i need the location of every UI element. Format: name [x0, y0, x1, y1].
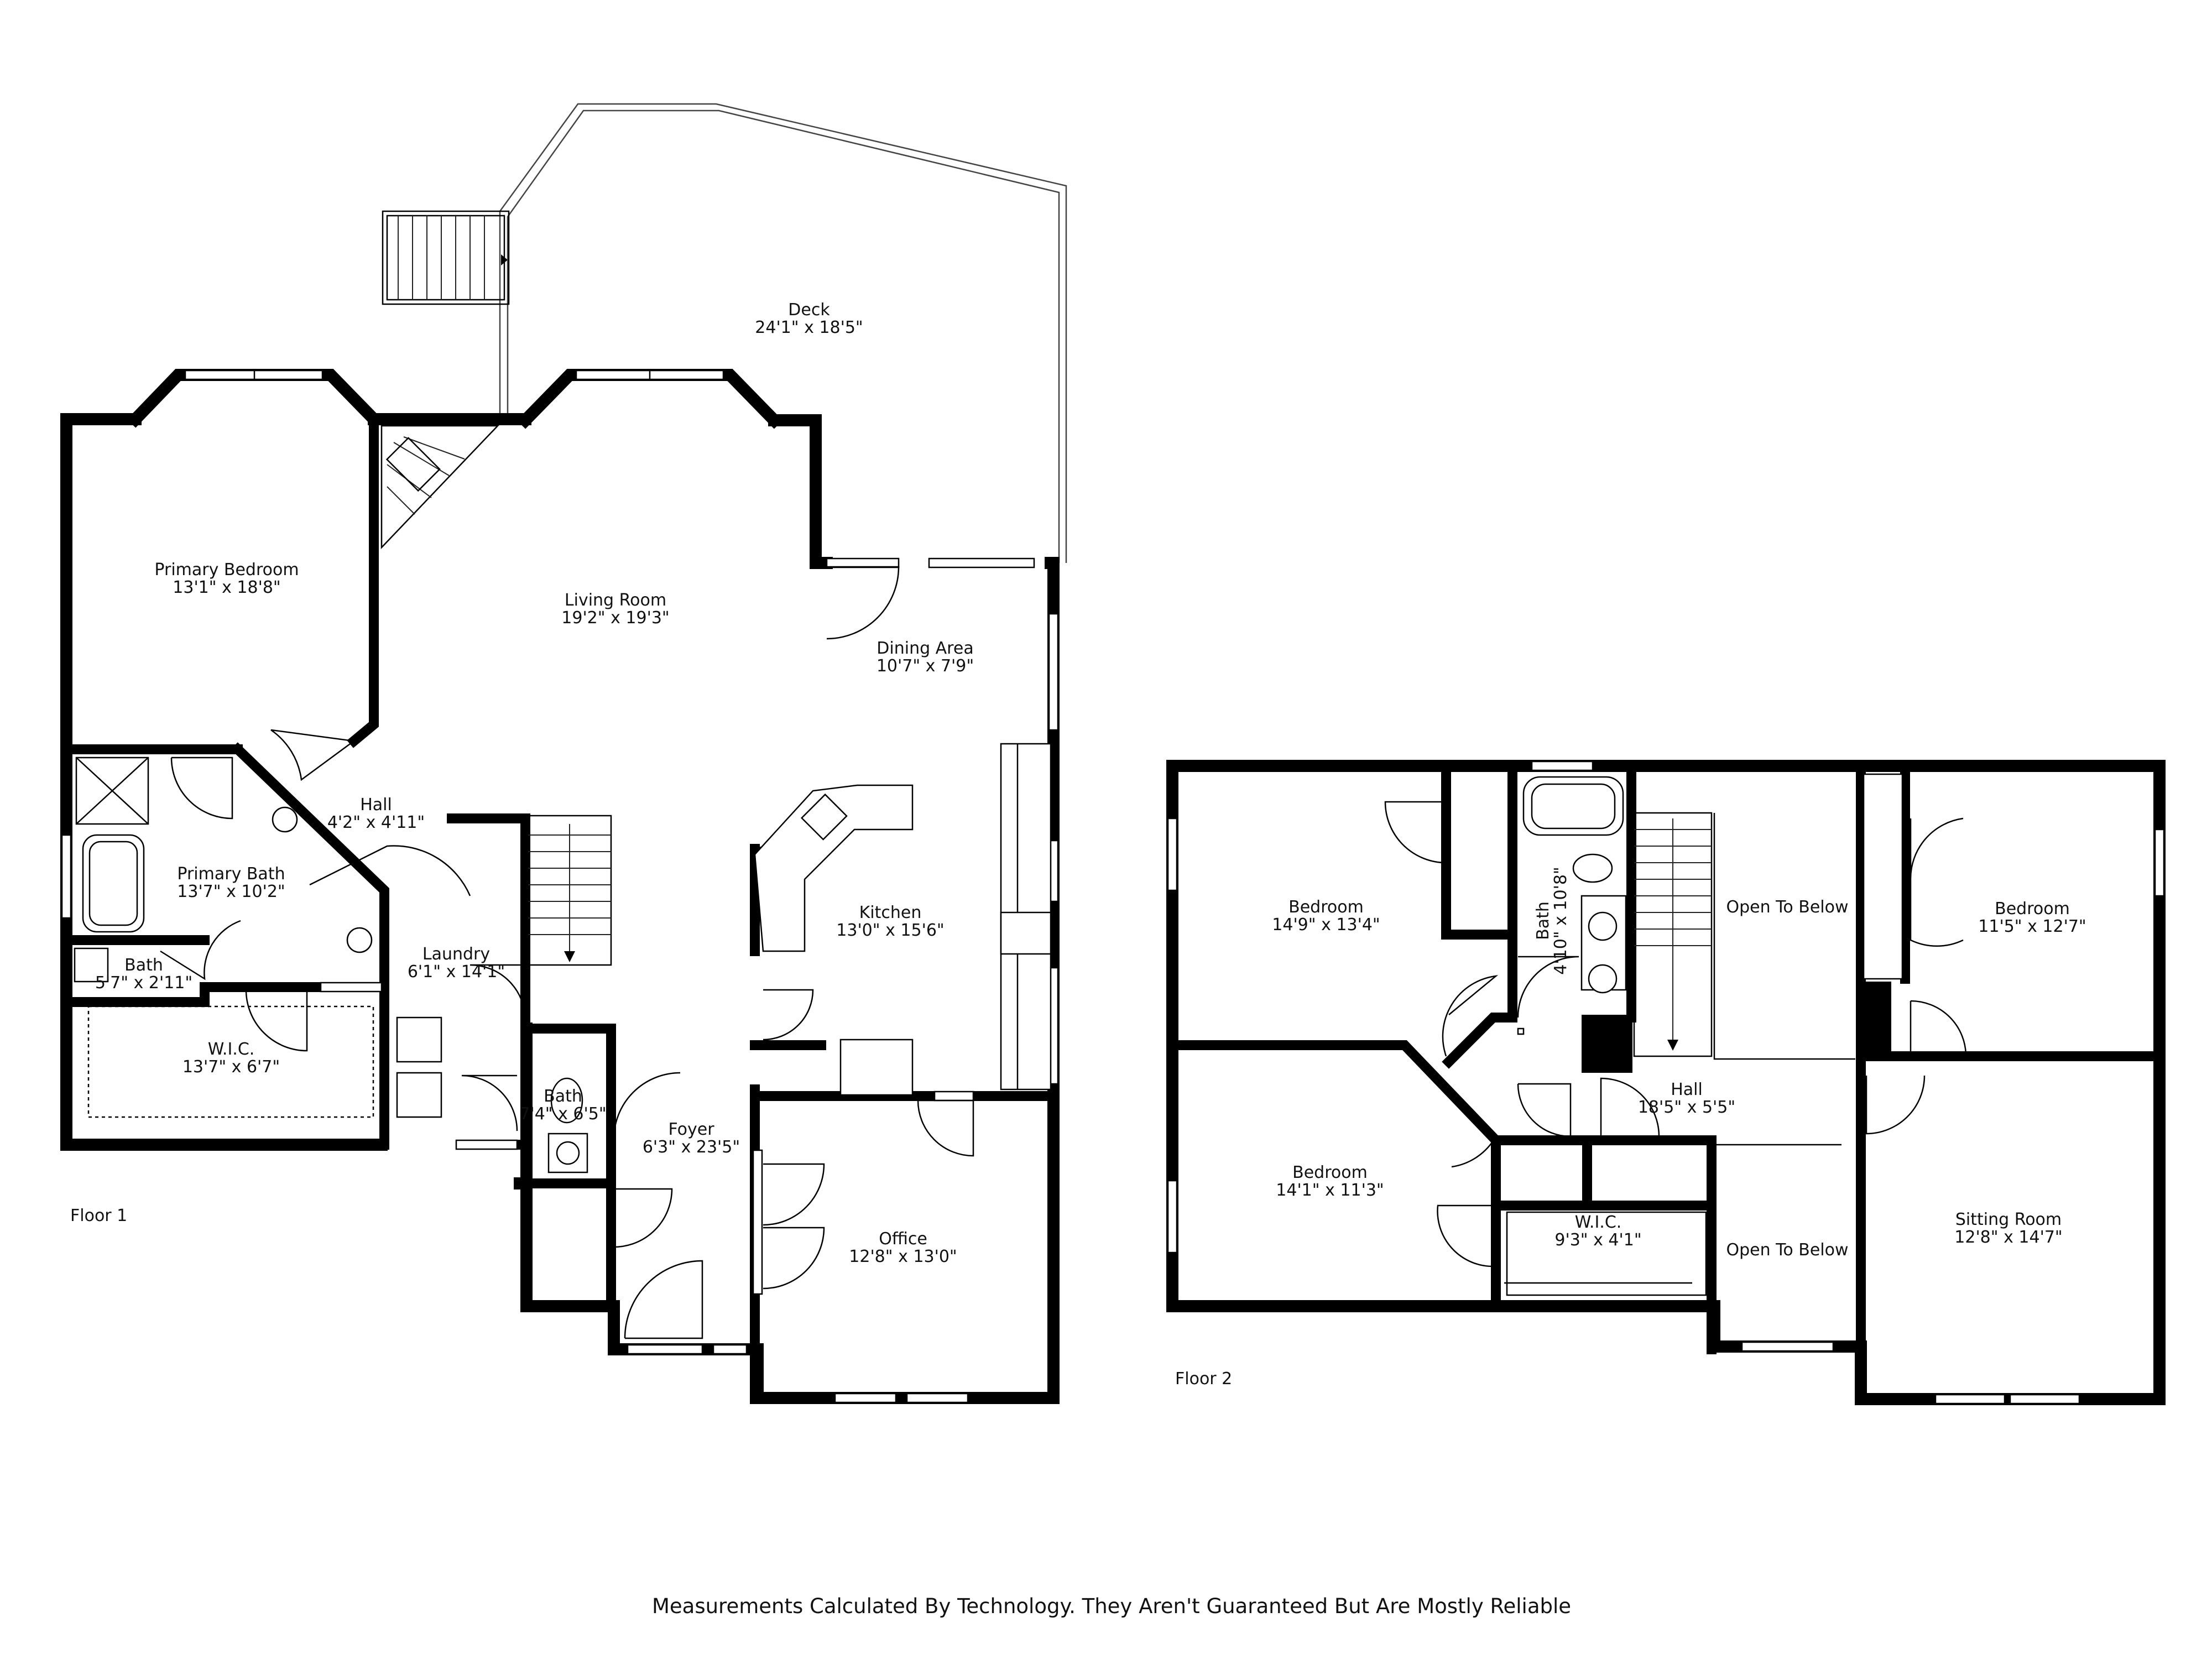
kitchen-name: Kitchen [859, 903, 922, 922]
primary-bath-dims: 13'7" x 10'2" [177, 882, 285, 901]
deck-stairs [382, 210, 510, 305]
bedroom-c-dims: 14'1" x 11'3" [1276, 1181, 1384, 1200]
floor-1-fixtures [74, 743, 1052, 1173]
floor-2-exterior-walls [1166, 760, 2166, 1405]
primary-bedroom-bay [127, 369, 383, 428]
floor-1-doors [160, 566, 974, 1339]
foyer-dims: 6'3" x 23'5" [643, 1138, 740, 1157]
floor-1-windows [61, 557, 1059, 1404]
bath-1-name: Bath [544, 1087, 582, 1106]
bedroom-a-name: Bedroom [1288, 898, 1364, 917]
kitchen-dims: 13'0" x 15'6" [836, 921, 944, 940]
floor-2-room-labels: Bedroom 14'9" x 13'4" Bath 4'10" x 10'8"… [1272, 867, 2086, 1260]
bath-2-name: Bath [1533, 901, 1553, 940]
hall-1-dims: 4'2" x 4'11" [327, 813, 425, 832]
open-below-1-name: Open To Below [1726, 898, 1848, 917]
floor-1-room-labels: Deck 24'1" x 18'5" Primary Bedroom 13'1"… [95, 300, 974, 1266]
wic-2-dims: 9'3" x 4'1" [1554, 1230, 1641, 1250]
wic-1-name: W.I.C. [208, 1040, 255, 1059]
dining-area-dims: 10'7" x 7'9" [877, 656, 974, 676]
bedroom-b-dims: 11'5" x 12'7" [1978, 917, 2086, 936]
primary-bath-name: Primary Bath [177, 864, 285, 884]
deck-name: Deck [788, 300, 830, 320]
floor-1-label: Floor 1 [70, 1206, 127, 1225]
floor-1-plan: Deck 24'1" x 18'5" Primary Bedroom 13'1"… [60, 103, 1067, 1404]
bedroom-b-name: Bedroom [1995, 899, 2070, 919]
primary-bedroom-dims: 13'1" x 18'8" [173, 578, 280, 597]
laundry-name: Laundry [422, 945, 490, 964]
primary-bedroom-name: Primary Bedroom [154, 560, 299, 580]
bath-small-name: Bath [124, 956, 163, 975]
sitting-room-name: Sitting Room [1955, 1210, 2062, 1229]
office-name: Office [879, 1229, 927, 1249]
bedroom-c-name: Bedroom [1292, 1163, 1368, 1182]
living-room-name: Living Room [565, 591, 666, 610]
floor-2-solid-blocks [1582, 982, 1891, 1073]
sitting-room-dims: 12'8" x 14'7" [1954, 1228, 2062, 1247]
dining-area-name: Dining Area [877, 639, 973, 658]
floor-2-windows [1167, 760, 2165, 1405]
floor-2-plan: Bedroom 14'9" x 13'4" Bath 4'10" x 10'8"… [1166, 760, 2166, 1405]
wic-2-name: W.I.C. [1575, 1213, 1622, 1232]
floor-2-doors [1384, 801, 1967, 1267]
foyer-name: Foyer [668, 1120, 714, 1139]
living-room-bay [517, 369, 783, 429]
floor-1-interior-stairs [527, 815, 612, 966]
deck-dims: 24'1" x 18'5" [755, 318, 863, 337]
floor-2-fixtures [1504, 773, 1903, 1296]
floor-2-open-areas [1709, 813, 1855, 1146]
hall-2-name: Hall [1671, 1080, 1703, 1099]
hall-2-dims: 18'5" x 5'5" [1638, 1098, 1735, 1117]
living-room-dims: 19'2" x 19'3" [561, 608, 669, 628]
open-below-2-name: Open To Below [1726, 1240, 1848, 1260]
floor-2-stairs [1633, 812, 1713, 1057]
bath-small-dims: 5'7" x 2'11" [95, 973, 192, 993]
living-room-stair [380, 425, 499, 550]
bedroom-a-dims: 14'9" x 13'4" [1272, 915, 1380, 935]
laundry-dims: 6'1" x 14'1" [408, 962, 505, 982]
bath-2-dims: 4'10" x 10'8" [1551, 867, 1571, 974]
hall-1-name: Hall [360, 795, 392, 815]
wic-1-dims: 13'7" x 6'7" [182, 1057, 280, 1077]
deck-railing [499, 103, 1067, 563]
wic-1-closet-rail [87, 1005, 374, 1118]
office-dims: 12'8" x 13'0" [849, 1247, 957, 1266]
disclaimer-text: Measurements Calculated By Technology. T… [652, 1594, 1571, 1618]
floor-2-label: Floor 2 [1175, 1369, 1232, 1389]
bath-1-dims: 7'4" x 6'5" [519, 1104, 606, 1124]
